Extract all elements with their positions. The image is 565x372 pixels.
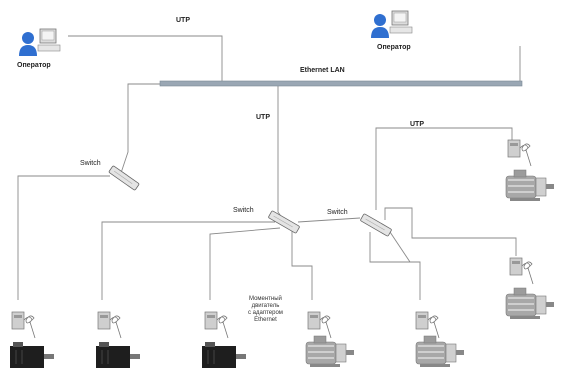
drive-controller-icon [11,311,36,339]
operator-person-icon [370,10,413,39]
drive-controller-icon [204,311,229,339]
motor-adapter-note: Моментный двигатель с адаптером Ethernet [248,296,283,324]
utp-top-label: UTP [176,17,190,24]
drive-controller-icon [507,139,532,167]
operator-person-icon [18,28,61,57]
ethernet-lan-label: Ethernet LAN [300,67,345,74]
servo-motor-icon [9,341,55,369]
operator-right-label: Оператор [377,44,411,51]
electric-motor-icon [505,169,555,202]
drive-controller-icon [509,257,534,285]
electric-motor-icon [305,335,355,368]
switch-right-label: Switch [327,209,348,216]
network-switch-icon [359,213,393,237]
switch-center-label: Switch [233,207,254,214]
ethernet-lan-bar [159,80,523,87]
electric-motor-icon [505,287,555,320]
drive-controller-icon [307,311,332,339]
motor-note-line: двигатель [251,302,280,309]
servo-motor-icon [95,341,141,369]
utp-right-label: UTP [410,121,424,128]
switch-left-label: Switch [80,160,101,167]
electric-motor-icon [415,335,465,368]
operator-left-label: Оператор [17,62,51,69]
drive-controller-icon [415,311,440,339]
motor-note-line: Моментный [249,296,282,302]
motor-note-line: Ethernet [254,316,277,323]
network-switch-icon [108,165,140,191]
servo-motor-icon [201,341,247,369]
connection-lines [17,35,521,300]
utp-mid-label: UTP [256,114,270,121]
drive-controller-icon [97,311,122,339]
motor-note-line: с адаптером [248,309,283,316]
